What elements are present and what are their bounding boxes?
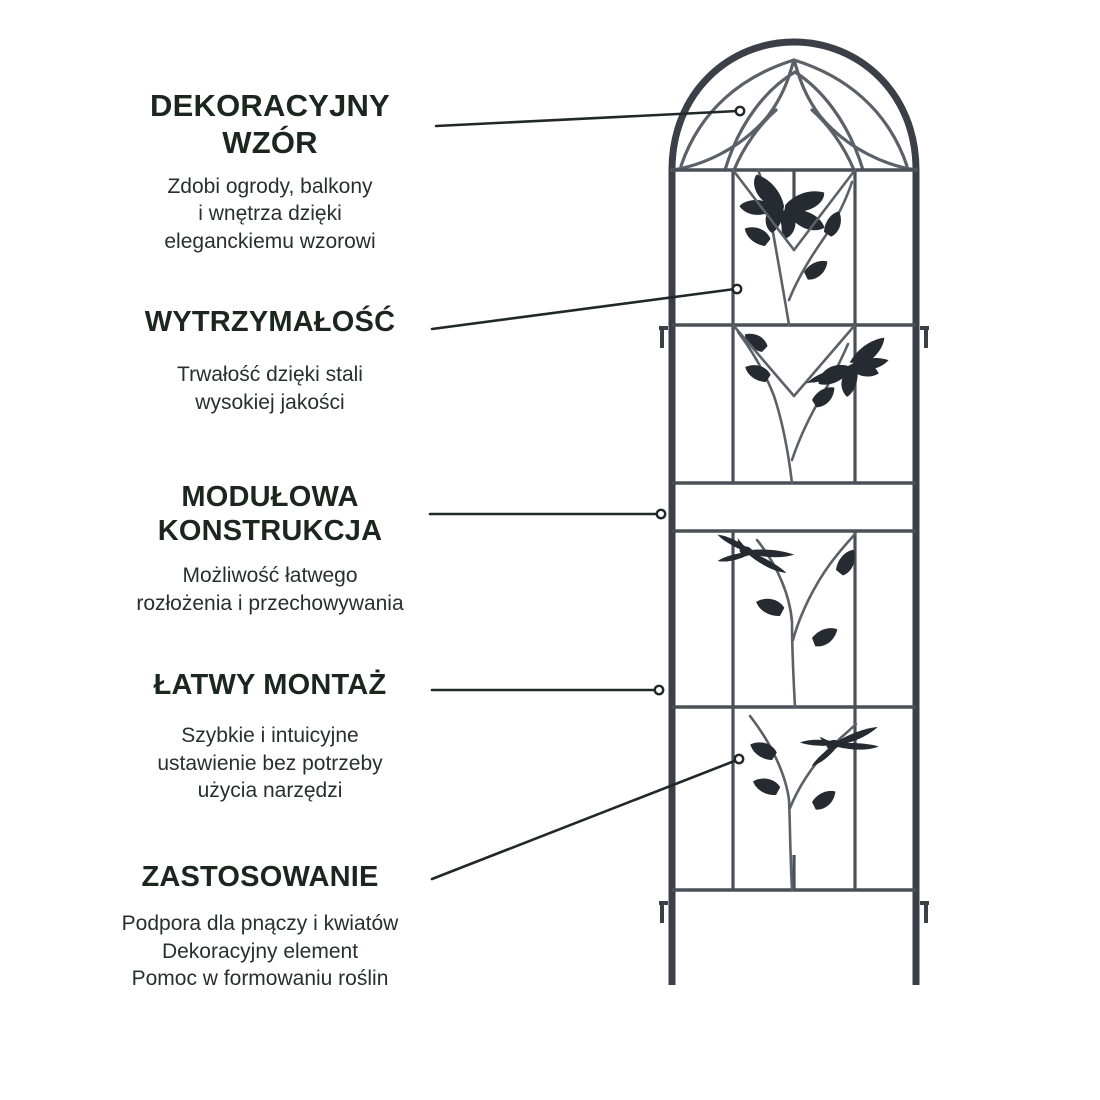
feature-block-wytrzymalosc: WYTRZYMAŁOŚĆ Trwałość dzięki stali wysok… bbox=[60, 305, 480, 416]
feature-block-dekoracyjny-wzor: DEKORACYJNY WZÓR Zdobi ogrody, balkony i… bbox=[60, 88, 480, 255]
feature-title: WYTRZYMAŁOŚĆ bbox=[144, 306, 396, 338]
connector-clips bbox=[659, 326, 929, 923]
feature-block-zastosowanie: ZASTOSOWANIE Podpora dla pnączy i kwiató… bbox=[40, 860, 480, 992]
feature-title: ŁATWY MONTAŻ bbox=[153, 669, 387, 701]
feature-block-modulowa-konstrukcja: MODUŁOWA KONSTRUKCJA Możliwość łatwego r… bbox=[60, 480, 480, 617]
trellis-legs bbox=[668, 890, 920, 985]
leaf-cluster-2 bbox=[741, 328, 840, 411]
feature-title: ZASTOSOWANIE bbox=[141, 861, 379, 893]
feature-description: Szybkie i intuicyjne ustawienie bez potr… bbox=[157, 724, 383, 802]
feature-description: Trwałość dzięki stali wysokiej jakości bbox=[177, 363, 363, 414]
diagonal-wires bbox=[731, 168, 857, 398]
feature-block-latwy-montaz: ŁATWY MONTAŻ Szybkie i intuicyjne ustawi… bbox=[60, 668, 480, 804]
feature-title: DEKORACYJNY WZÓR bbox=[150, 88, 390, 160]
trellis-frame bbox=[668, 38, 920, 904]
arch-tracery bbox=[670, 58, 918, 172]
feature-title: MODUŁOWA KONSTRUKCJA bbox=[157, 481, 383, 548]
dragonfly-ornament-3 bbox=[712, 533, 796, 577]
panel-4-ornament bbox=[747, 714, 884, 892]
feature-description: Możliwość łatwego rozłożenia i przechowy… bbox=[136, 564, 404, 615]
dragonfly-ornament-4 bbox=[799, 722, 884, 768]
feature-description: Podpora dla pnączy i kwiatów Dekoracyjny… bbox=[121, 912, 399, 990]
panel-3-ornament bbox=[712, 532, 861, 709]
panel-2-ornament bbox=[736, 328, 893, 485]
horizontal-rails bbox=[672, 168, 916, 892]
feature-description: Zdobi ogrody, balkony i wnętrza dzięki e… bbox=[164, 175, 376, 253]
